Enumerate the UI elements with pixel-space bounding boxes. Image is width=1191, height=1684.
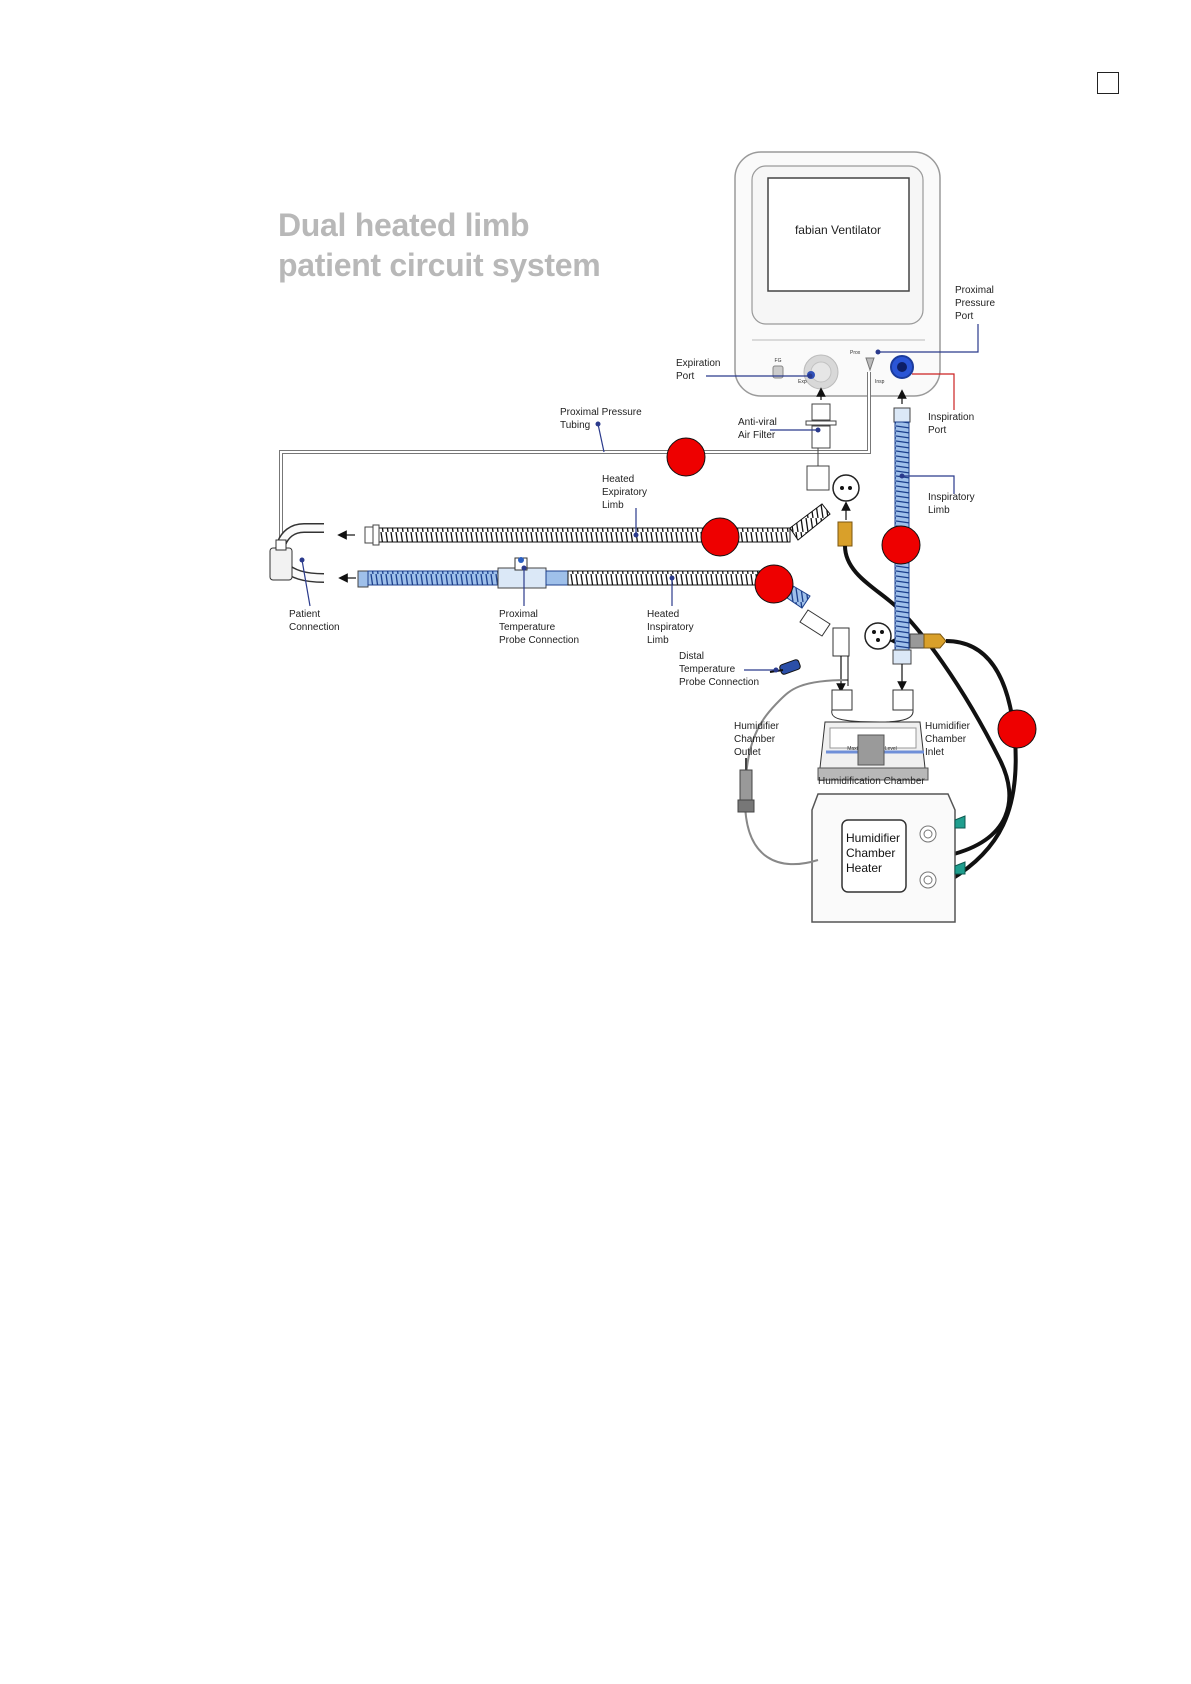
ventilator-label: fabian Ventilator — [795, 223, 881, 237]
marker-1 — [666, 437, 706, 477]
label-proximal-temperature-probe: Proximal Temperature Probe Connection — [499, 609, 579, 646]
distal-temperature-connector — [832, 622, 892, 693]
corner-checkbox — [1097, 72, 1119, 94]
insp-mark: Insp — [875, 379, 885, 385]
label-distal-temperature-probe: Distal Temperature Probe Connection — [679, 651, 759, 688]
title-line-1: Dual heated limb — [278, 207, 530, 243]
fg-mark: FG — [775, 358, 782, 364]
marker-4 — [881, 525, 921, 565]
label-expiration-port: Expiration Port — [676, 358, 723, 382]
diagram-title: Dual heated limb patient circuit system — [278, 205, 601, 285]
exp-mark: Exp — [798, 379, 807, 385]
humidifier-chamber-heater — [811, 793, 966, 923]
label-humidifier-chamber-outlet: Humidifier Chamber Outlet — [734, 721, 782, 758]
expiration-port-knob — [803, 354, 839, 390]
prox-mark: Prox — [850, 350, 861, 356]
anti-viral-air-filter — [805, 387, 837, 491]
label-anti-viral-air-filter: Anti-viral Air Filter — [738, 417, 780, 441]
expiratory-elbow — [789, 474, 860, 541]
label-inspiratory-limb: Inspiratory Limb — [928, 492, 977, 516]
label-humidifier-chamber-inlet: Humidifier Chamber Inlet — [925, 721, 973, 758]
proximal-pressure-tubing — [279, 372, 871, 540]
patient-connection-y-piece — [269, 523, 325, 583]
label-inspiration-port: Inspiration Port — [928, 412, 977, 436]
label-heated-expiratory-limb: Heated Expiratory Limb — [602, 474, 650, 511]
distal-temperature-probe-plug — [769, 659, 801, 675]
marker-5 — [997, 709, 1037, 749]
label-heated-inspiratory-limb: Heated Inspiratory Limb — [647, 609, 696, 646]
ventilator: fabian Ventilator FG Exp Prox Insp — [734, 151, 941, 397]
temperature-probe-cable — [737, 679, 849, 866]
label-proximal-pressure-port: Proximal Pressure Port — [955, 285, 998, 322]
title-line-2: patient circuit system — [278, 247, 601, 283]
marker-2 — [700, 517, 740, 557]
label-humidification-chamber: Humidification Chamber — [818, 776, 925, 787]
label-proximal-pressure-tubing: Proximal Pressure Tubing — [560, 407, 644, 431]
label-humidifier-chamber-heater: Humidifier Chamber Heater — [846, 831, 903, 875]
marker-3 — [754, 564, 794, 604]
heated-expiratory-limb — [337, 524, 791, 546]
label-patient-connection: Patient Connection — [289, 609, 340, 633]
humidification-chamber: Maximum Water Level — [817, 689, 929, 781]
